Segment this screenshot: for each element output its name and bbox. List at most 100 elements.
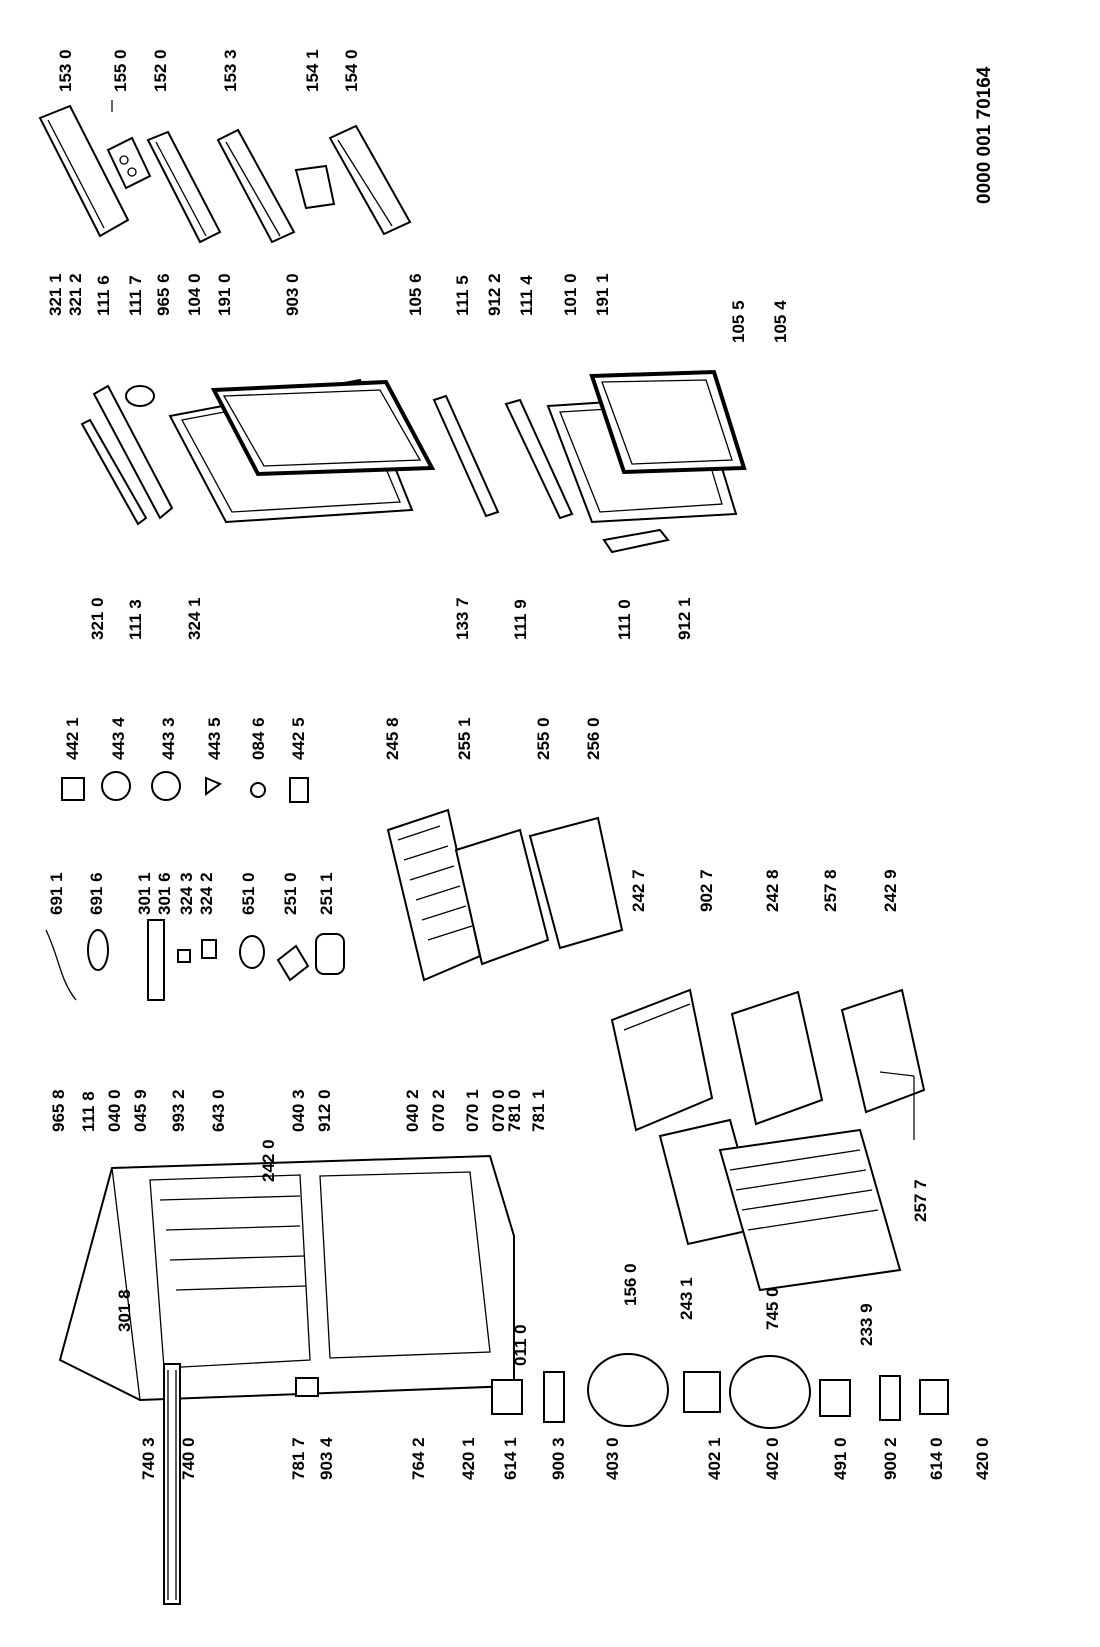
label-242-7: 242 7 bbox=[629, 869, 648, 912]
label-301-6: 301 6 bbox=[155, 872, 174, 915]
label-251-1: 251 1 bbox=[317, 872, 336, 915]
label-740-0: 740 0 bbox=[179, 1437, 198, 1480]
label-111-3: 111 3 bbox=[126, 599, 145, 640]
label-251-0: 251 0 bbox=[281, 872, 300, 915]
label-105-6: 105 6 bbox=[406, 273, 425, 316]
label-900-2: 900 2 bbox=[881, 1437, 900, 1480]
label-070-2: 070 2 bbox=[429, 1089, 448, 1132]
label-324-1: 324 1 bbox=[185, 597, 204, 640]
egg-tray-155-0 bbox=[106, 136, 152, 190]
label-040-3: 040 3 bbox=[289, 1089, 308, 1132]
label-156-0: 156 0 bbox=[621, 1263, 640, 1306]
label-111-4: 111 4 bbox=[517, 275, 536, 316]
label-040-2: 040 2 bbox=[403, 1089, 422, 1132]
label-402-0: 402 0 bbox=[763, 1437, 782, 1480]
label-154-1: 154 1 bbox=[303, 49, 322, 92]
label-111-0: 111 0 bbox=[615, 599, 634, 640]
trim-111-4 bbox=[504, 398, 574, 520]
label-781-1: 781 1 bbox=[529, 1089, 548, 1132]
label-912-2: 912 2 bbox=[485, 273, 504, 316]
label-321-1: 321 1 bbox=[46, 273, 65, 316]
label-965-6: 965 6 bbox=[154, 273, 173, 316]
label-257-7: 257 7 bbox=[911, 1179, 930, 1222]
label-255-1: 255 1 bbox=[455, 717, 474, 760]
label-154-0: 154 0 bbox=[342, 49, 361, 92]
bottle-stop-154-1 bbox=[294, 164, 336, 210]
label-691-6: 691 6 bbox=[87, 872, 106, 915]
label-324-3: 324 3 bbox=[177, 872, 196, 915]
hinge-cover-111-7 bbox=[125, 385, 155, 407]
label-614-1: 614 1 bbox=[501, 1437, 520, 1480]
label-152-0: 152 0 bbox=[151, 49, 170, 92]
drawer-242-7 bbox=[610, 988, 714, 1132]
label-420-1: 420 1 bbox=[459, 1437, 478, 1480]
label-324-2: 324 2 bbox=[197, 872, 216, 915]
thermostat-parts bbox=[45, 919, 345, 1001]
label-257-8: 257 8 bbox=[821, 869, 840, 912]
handle-111-6 bbox=[80, 384, 174, 526]
label-255-0: 255 0 bbox=[534, 717, 553, 760]
label-105-4: 105 4 bbox=[771, 300, 790, 343]
label-900-3: 900 3 bbox=[549, 1437, 568, 1480]
drawer-242-8 bbox=[730, 990, 824, 1126]
label-191-1: 191 1 bbox=[593, 273, 612, 316]
label-242-0: 242 0 bbox=[259, 1139, 278, 1182]
label-745-0: 745 0 bbox=[763, 1287, 782, 1330]
label-084-6: 084 6 bbox=[249, 717, 268, 760]
label-651-0: 651 0 bbox=[239, 872, 258, 915]
label-643-0: 643 0 bbox=[209, 1089, 228, 1132]
label-321-2: 321 2 bbox=[66, 273, 85, 316]
glass-shelf-255-0 bbox=[528, 816, 624, 950]
gasket-191-1 bbox=[589, 369, 747, 475]
label-111-6: 111 6 bbox=[94, 275, 113, 316]
label-242-8: 242 8 bbox=[763, 869, 782, 912]
trim-111-5 bbox=[432, 394, 500, 518]
label-155-0: 155 0 bbox=[111, 49, 130, 92]
label-691-1: 691 1 bbox=[47, 872, 66, 915]
label-040-0: 040 0 bbox=[105, 1089, 124, 1132]
hinge-111-0 bbox=[602, 528, 670, 554]
label-243-1: 243 1 bbox=[677, 1277, 696, 1320]
label-764-2: 764 2 bbox=[409, 1437, 428, 1480]
glass-shelf-255-1 bbox=[454, 828, 550, 966]
label-245-8: 245 8 bbox=[383, 717, 402, 760]
label-912-0: 912 0 bbox=[315, 1089, 334, 1132]
label-993-2: 993 2 bbox=[169, 1089, 188, 1132]
label-902-7: 902 7 bbox=[697, 869, 716, 912]
label-153-0: 153 0 bbox=[56, 49, 75, 92]
label-443-3: 443 3 bbox=[159, 717, 178, 760]
label-443-5: 443 5 bbox=[205, 717, 224, 760]
relay-boxes bbox=[295, 1371, 949, 1423]
label-105-5: 105 5 bbox=[729, 300, 748, 343]
label-301-1: 301 1 bbox=[135, 872, 154, 915]
label-111-8: 111 8 bbox=[79, 1091, 98, 1132]
label-256-0: 256 0 bbox=[584, 717, 603, 760]
document-number: 0000 001 70164 bbox=[974, 66, 995, 204]
drawer-242-9 bbox=[840, 988, 926, 1114]
label-242-9: 242 9 bbox=[881, 869, 900, 912]
condenser-740-0 bbox=[163, 1363, 181, 1605]
label-614-0: 614 0 bbox=[927, 1437, 946, 1480]
label-011-0: 011 0 bbox=[511, 1324, 530, 1366]
label-491-0: 491 0 bbox=[831, 1437, 850, 1480]
label-133-7: 133 7 bbox=[453, 597, 472, 640]
label-403-0: 403 0 bbox=[603, 1437, 622, 1480]
door-balcony-153-3 bbox=[216, 128, 296, 244]
label-101-0: 101 0 bbox=[561, 273, 580, 316]
label-740-3: 740 3 bbox=[139, 1437, 158, 1480]
freezer-drawers bbox=[658, 1118, 902, 1292]
label-965-8: 965 8 bbox=[49, 1089, 68, 1132]
door-balcony-153-0 bbox=[38, 100, 130, 238]
label-442-5: 442 5 bbox=[289, 717, 308, 760]
label-104-0: 104 0 bbox=[185, 273, 204, 316]
label-402-1: 402 1 bbox=[705, 1437, 724, 1480]
label-070-1: 070 1 bbox=[463, 1089, 482, 1132]
cabinet-body bbox=[58, 1154, 515, 1402]
label-442-1: 442 1 bbox=[63, 717, 82, 760]
label-191-0: 191 0 bbox=[215, 273, 234, 316]
label-903-0: 903 0 bbox=[283, 273, 302, 316]
label-111-7: 111 7 bbox=[126, 275, 145, 316]
label-781-0: 781 0 bbox=[505, 1089, 524, 1132]
